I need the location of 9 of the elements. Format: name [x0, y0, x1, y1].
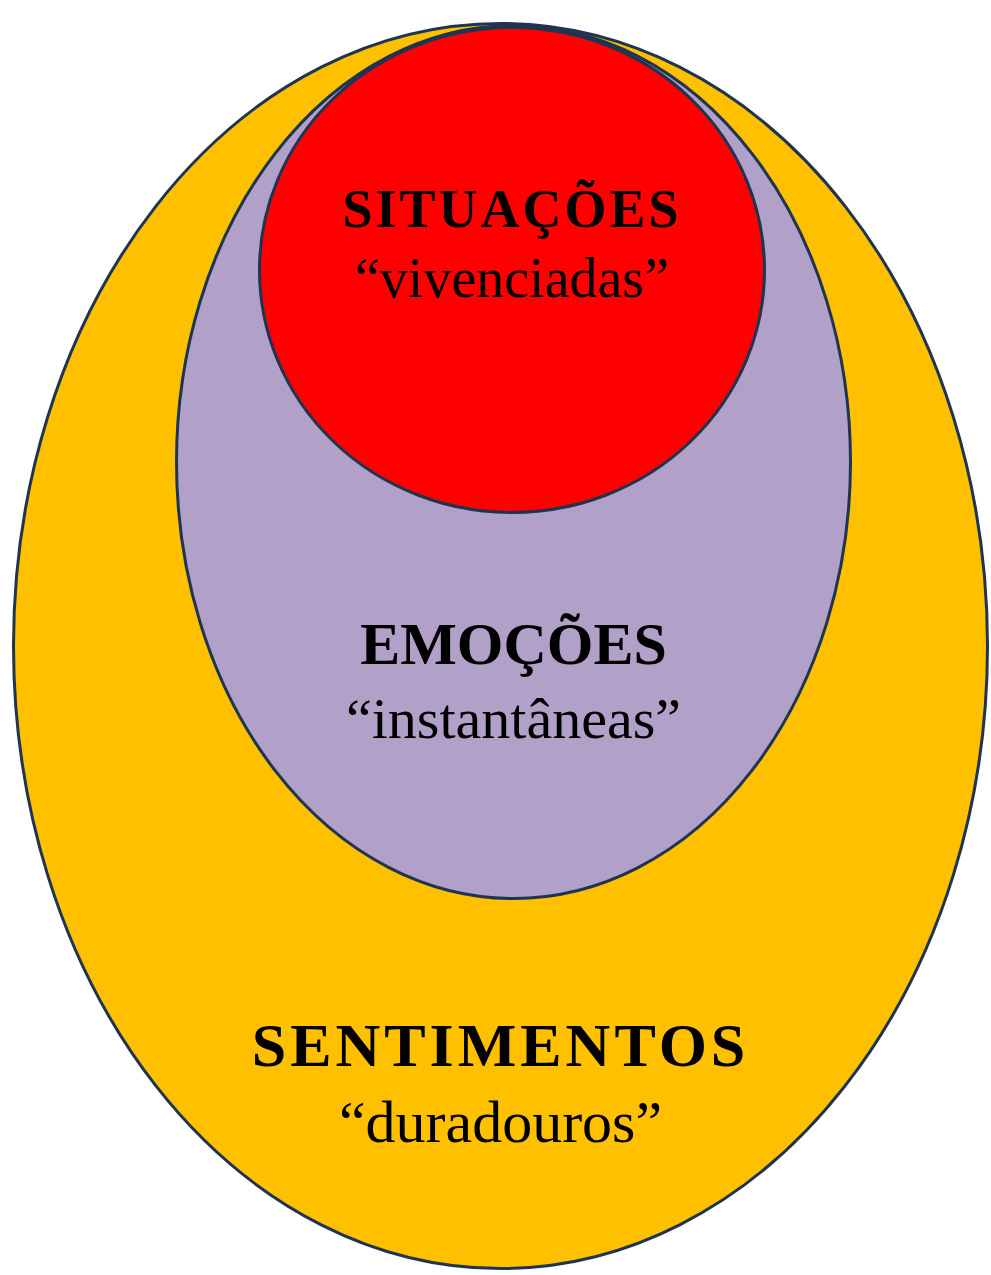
- heading-text: EMOÇÕES: [360, 611, 667, 677]
- subtitle-text: “vivenciadas”: [354, 246, 669, 309]
- ellipse-region: [12, 22, 989, 1270]
- ellipse-region: [258, 26, 766, 514]
- heading-text: SITUAÇÕES: [342, 179, 682, 239]
- subtitle-text: “instantâneas”: [346, 686, 681, 751]
- subtitle-text: “duradouros”: [338, 1088, 663, 1155]
- heading-text: SENTIMENTOS: [251, 1011, 750, 1079]
- ellipse-region: [175, 24, 852, 900]
